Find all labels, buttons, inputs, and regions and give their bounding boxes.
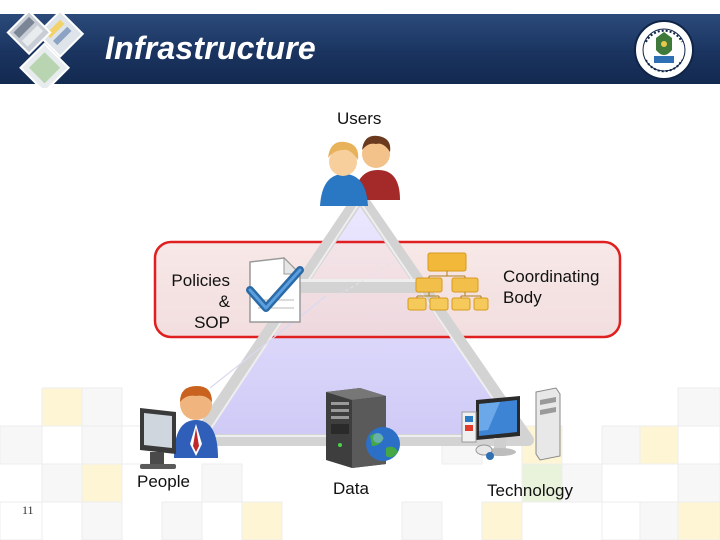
technology-label: Technology bbox=[487, 481, 574, 500]
building-photo-collage-icon bbox=[6, 9, 85, 88]
server-globe-icon bbox=[326, 388, 400, 468]
data-label: Data bbox=[333, 479, 369, 498]
slide-title: Infrastructure bbox=[105, 30, 316, 66]
policies-sop-label: Policies & SOP bbox=[150, 270, 230, 333]
slide-header: Infrastructure bbox=[0, 0, 720, 88]
document-checkmark-icon bbox=[246, 256, 304, 323]
connector-line bbox=[329, 261, 396, 301]
band-connector bbox=[285, 279, 423, 293]
policies-sop-text: Policies & SOP bbox=[171, 271, 230, 332]
org-chart-icon bbox=[407, 252, 489, 311]
page-number: 11 bbox=[22, 503, 34, 517]
university-seal-logo-icon bbox=[634, 20, 694, 80]
desktop-computer-icon bbox=[461, 387, 561, 461]
connector-line bbox=[209, 295, 327, 389]
users-label: Users bbox=[337, 109, 382, 128]
person-at-computer-icon bbox=[140, 386, 218, 469]
people-label: People bbox=[137, 472, 190, 491]
two-users-icon bbox=[320, 135, 400, 206]
header-bar bbox=[0, 14, 720, 84]
coordinating-body-label: Coordinating Body bbox=[503, 267, 600, 307]
